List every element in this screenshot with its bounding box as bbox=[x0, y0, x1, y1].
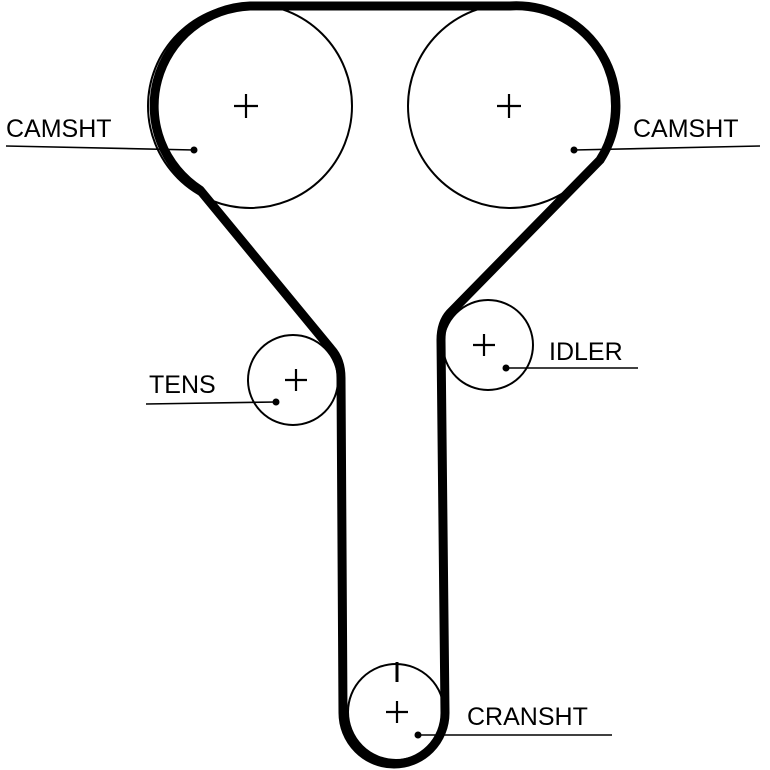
right-camshaft-label: CAMSHT bbox=[633, 115, 739, 143]
crankshaft-center-icon bbox=[386, 701, 408, 723]
left-camshaft-leader-dot bbox=[190, 146, 198, 154]
left-camshaft-center-icon bbox=[234, 94, 258, 118]
idler-label: IDLER bbox=[549, 338, 623, 366]
timing-belt bbox=[149, 1, 621, 769]
crankshaft-label: CRANSHT bbox=[467, 703, 588, 731]
left-camshaft-label: CAMSHT bbox=[6, 115, 112, 143]
crankshaft-leader-dot bbox=[414, 731, 422, 739]
tensioner-center-icon bbox=[285, 369, 307, 391]
right-camshaft-center-icon bbox=[497, 94, 521, 118]
left-camshaft-leader-line bbox=[5, 145, 195, 151]
right-camshaft-leader-line bbox=[573, 145, 761, 151]
tensioner-leader-line bbox=[145, 401, 277, 405]
tensioner-label: TENS bbox=[149, 371, 216, 399]
idler-center-icon bbox=[473, 334, 495, 356]
idler-leader-dot bbox=[502, 364, 510, 372]
right-camshaft-leader-dot bbox=[570, 146, 578, 154]
tensioner-leader-dot bbox=[272, 398, 280, 406]
